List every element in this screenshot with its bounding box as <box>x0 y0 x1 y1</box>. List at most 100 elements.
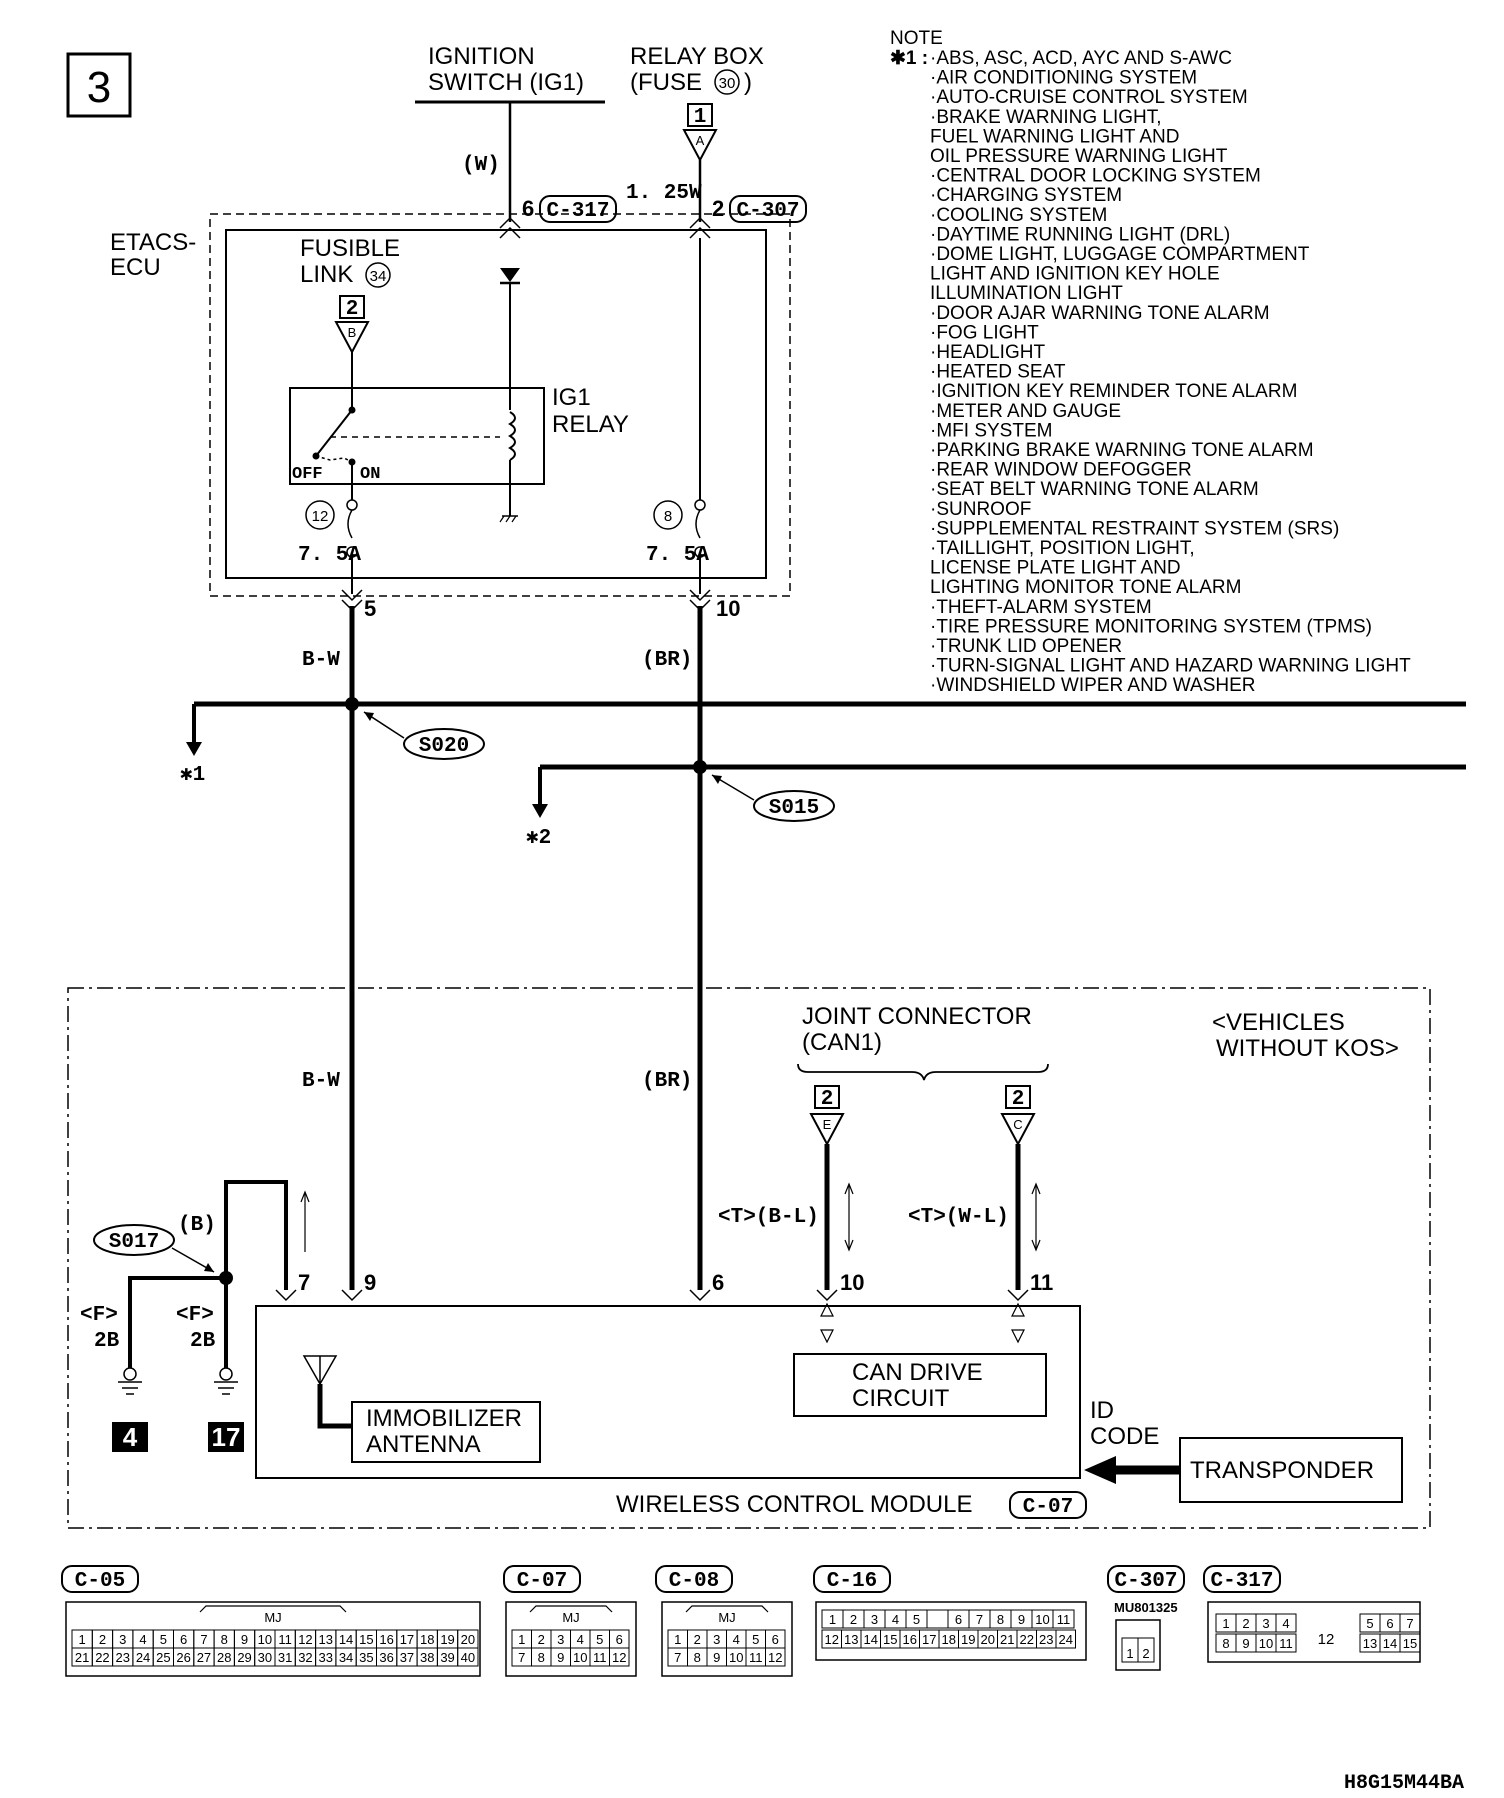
pin-6-c317: 6 <box>522 196 534 221</box>
connector-marker-2b: 2 <box>346 298 359 321</box>
c05-pin: 35 <box>359 1650 373 1665</box>
note-item: ·REAR WINDOW DEFOGGER <box>930 460 1192 481</box>
joint-connector-label-2: (CAN1) <box>802 1029 882 1056</box>
vehicles-without-kos-2: WITHOUT KOS> <box>1216 1035 1399 1062</box>
c08-pin: 4 <box>733 1632 740 1647</box>
c317-pin: 7 <box>1406 1616 1413 1631</box>
note-item: ·WINDSHIELD WIPER AND WASHER <box>930 675 1256 696</box>
c05-pin: 12 <box>298 1632 312 1647</box>
relay-box-close: ) <box>744 69 752 96</box>
c05-mj: MJ <box>264 1610 281 1625</box>
c16-pin: 18 <box>942 1632 956 1647</box>
c07-pin: 7 <box>518 1650 525 1665</box>
c16-pin: 22 <box>1020 1632 1034 1647</box>
conn-c307: C-307 <box>736 200 799 223</box>
c07-pin: 5 <box>596 1632 603 1647</box>
wire-t-bl: <T>(B-L) <box>718 1206 819 1229</box>
etacs-pin-10: 10 <box>716 596 740 621</box>
note-item: ·AUTO-CRUISE CONTROL SYSTEM <box>930 87 1248 108</box>
c05-pin: 29 <box>237 1650 251 1665</box>
c08-mj: MJ <box>718 1610 735 1625</box>
relay-on-label: ON <box>360 465 380 484</box>
fuse-8-number: 8 <box>664 508 672 525</box>
module-pin-9: 9 <box>364 1270 376 1295</box>
vehicles-without-kos: <VEHICLES <box>1212 1009 1345 1036</box>
c05-pin: 32 <box>298 1650 312 1665</box>
pin-2-c307: 2 <box>712 196 724 221</box>
note-item: ·TAILLIGHT, POSITION LIGHT, <box>930 538 1195 559</box>
wireless-module-name: WIRELESS CONTROL MODULE <box>616 1491 973 1518</box>
c16-pin: 6 <box>955 1612 962 1627</box>
c16-pin: 4 <box>892 1612 899 1627</box>
note-marker: ✱1 : <box>890 48 928 69</box>
c05-pin: 33 <box>319 1650 333 1665</box>
fuse-12-number: 12 <box>312 508 329 525</box>
c05-pin: 37 <box>400 1650 414 1665</box>
c05-pin: 28 <box>217 1650 231 1665</box>
relay-box-label: RELAY BOX <box>630 43 764 70</box>
c317-pin: 10 <box>1259 1636 1273 1651</box>
etacs-pin-5: 5 <box>364 596 376 621</box>
c05-pin: 36 <box>379 1650 393 1665</box>
c16-pin: 20 <box>981 1632 995 1647</box>
c08-pin: 7 <box>674 1650 681 1665</box>
c16-pin: 13 <box>844 1632 858 1647</box>
conn-label-c08: C-08 <box>669 1570 719 1593</box>
conn-label-c16: C-16 <box>827 1570 877 1593</box>
connector-face-diagrams: C-05 C-07 C-08 C-16 C-307 C-317 MJ MJ MJ… <box>61 1565 1421 1677</box>
c07-pin: 12 <box>612 1650 626 1665</box>
c05-pin: 2 <box>99 1632 106 1647</box>
c16-pin: 5 <box>913 1612 920 1627</box>
id-code-label: ID <box>1090 1397 1114 1424</box>
fusible-link-number: 34 <box>370 268 387 285</box>
joint-marker-c: 2 <box>1012 1088 1025 1111</box>
c07-pin: 4 <box>577 1632 584 1647</box>
c317-pin: 8 <box>1222 1636 1229 1651</box>
ignition-switch-label-2: SWITCH (IG1) <box>428 69 584 96</box>
relay-off-label: OFF <box>292 465 323 484</box>
etacs-ecu-label-2: ECU <box>110 254 161 281</box>
splice-s015: S015 <box>769 797 819 820</box>
c08-pin: 9 <box>713 1650 720 1665</box>
c16-pin: 11 <box>1057 1612 1071 1627</box>
c07-mj: MJ <box>562 1610 579 1625</box>
c317-pin: 6 <box>1386 1616 1393 1631</box>
c317-pin: 2 <box>1242 1616 1249 1631</box>
note-item: ·AIR CONDITIONING SYSTEM <box>930 68 1197 89</box>
note-item: ·PARKING BRAKE WARNING TONE ALARM <box>930 440 1314 461</box>
c307-pin: 2 <box>1142 1646 1149 1661</box>
note-item: ·ABS, ASC, ACD, AYC AND S-AWC <box>930 48 1232 69</box>
note-item: ·HEATED SEAT <box>930 362 1066 383</box>
c05-pin: 1 <box>79 1632 86 1647</box>
c307-pin: 1 <box>1126 1646 1133 1661</box>
wire-color-b: (B) <box>178 1214 216 1237</box>
conn-label-c05: C-05 <box>75 1570 125 1593</box>
c08-pin: 5 <box>752 1632 759 1647</box>
note-item: ·HEADLIGHT <box>930 342 1045 363</box>
c05-pin: 24 <box>136 1650 150 1665</box>
c16-pin: 3 <box>871 1612 878 1627</box>
c05-pin: 13 <box>319 1632 333 1647</box>
c05-pin: 9 <box>241 1632 248 1647</box>
note-item: ·SEAT BELT WARNING TONE ALARM <box>930 479 1259 500</box>
note-item: ·COOLING SYSTEM <box>930 205 1107 226</box>
c317-pin: 4 <box>1282 1616 1289 1631</box>
fusible-link-label: FUSIBLE <box>300 235 400 262</box>
c16-pin: 12 <box>825 1632 839 1647</box>
c05-pin: 18 <box>420 1632 434 1647</box>
c16-pin: 19 <box>961 1632 975 1647</box>
conn-c317: C-317 <box>546 200 609 223</box>
c16-pin: 14 <box>864 1632 878 1647</box>
c08-pin: 3 <box>713 1632 720 1647</box>
can-drive-label: CAN DRIVE <box>852 1359 983 1386</box>
c05-pin: 30 <box>258 1650 272 1665</box>
c317-center-pin: 12 <box>1318 1631 1335 1648</box>
note-item: ·DOME LIGHT, LUGGAGE COMPARTMENT <box>930 244 1310 265</box>
wire-br-lower: (BR) <box>642 1070 692 1093</box>
c05-pin: 21 <box>75 1650 89 1665</box>
c317-pin: 14 <box>1383 1636 1397 1651</box>
c16-pin: 1 <box>829 1612 836 1627</box>
c07-pin: 11 <box>593 1650 607 1665</box>
c05-pin: 11 <box>278 1632 292 1647</box>
note-item: ·DAYTIME RUNNING LIGHT (DRL) <box>930 224 1230 245</box>
